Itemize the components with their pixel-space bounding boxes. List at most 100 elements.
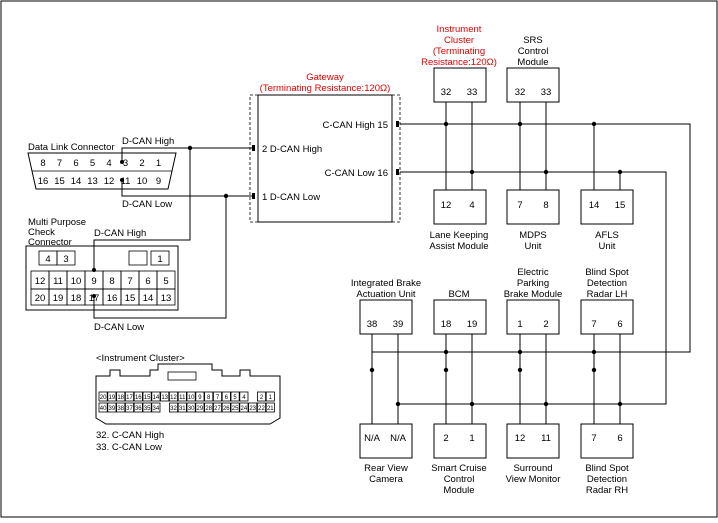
cluster-connector-body — [95, 363, 281, 425]
scc-label: Control — [444, 474, 475, 485]
cluster-connector-pin: 31 — [179, 406, 186, 412]
dlc-title: Data Link Connector — [28, 142, 115, 153]
cluster-connector-pin: 40 — [100, 406, 107, 412]
bcm-label: BCM — [448, 289, 469, 300]
afls-label: Unit — [599, 241, 616, 252]
gateway-subtitle: (Terminating Resistance:120Ω) — [260, 83, 391, 94]
svm-label: Surround — [513, 463, 552, 474]
cluster-connector-pin-cell — [177, 402, 187, 413]
scc-module-box — [433, 423, 487, 459]
bsd-rh-label: Blind Spot — [585, 463, 629, 474]
scc-pin: 2 — [443, 433, 448, 444]
mpc-pin: 11 — [53, 276, 63, 287]
cluster-connector-pin-cell — [212, 402, 222, 413]
cluster-connector-pin: 13 — [161, 395, 168, 401]
bcm-pin: 18 — [441, 319, 452, 330]
bsd-lh-label: Detection — [587, 278, 627, 289]
mpc-pin-cell — [56, 250, 76, 266]
rvc-pin: N/A — [364, 433, 381, 444]
mpc-title-3: Connector — [28, 237, 72, 248]
cluster-connector-pin-cell — [142, 402, 152, 413]
gateway-pin-dcan-low: 1 D-CAN Low — [262, 192, 320, 203]
cluster-connector-pin-cell — [160, 391, 170, 402]
mpc-connector — [25, 245, 179, 311]
cluster-connector-pin-cell — [221, 391, 231, 402]
svm-pin: 11 — [541, 433, 551, 444]
mpc-pin: 8 — [109, 276, 114, 287]
cluster-connector-pin-cell — [133, 391, 143, 402]
bsd-lh-label: Radar LH — [587, 289, 628, 300]
cluster-connector-pin: 36 — [135, 406, 142, 412]
dlc-pin: 15 — [54, 176, 65, 187]
cluster-connector-pin-cell — [204, 402, 214, 413]
cluster-connector-pin-cell — [256, 402, 266, 413]
cluster-connector-pin-cell — [265, 402, 275, 413]
dlc-pin: 4 — [106, 158, 111, 169]
rvc-module-box — [359, 423, 413, 459]
cluster-connector-pin: 7 — [216, 395, 220, 401]
cluster-connector-pin: 5 — [233, 395, 237, 401]
scc-pin: 1 — [469, 433, 474, 444]
gateway-bracket-left — [249, 94, 258, 223]
mpc-pin: 14 — [143, 293, 154, 304]
mpc-dcan-high: D-CAN High — [94, 228, 146, 239]
cluster-connector-pin: 34 — [153, 406, 160, 412]
srs-pin: 33 — [541, 87, 552, 98]
cluster-connector-pin: 19 — [109, 395, 116, 401]
dlc-pin: 1 — [156, 158, 161, 169]
dlc-pin: 7 — [57, 158, 62, 169]
gateway-title: Gateway — [306, 72, 344, 83]
mpc-title-2: Check — [28, 227, 55, 238]
dlc-pin: 3 — [123, 158, 128, 169]
lkas-pin: 12 — [441, 200, 452, 211]
mpc-pin: 16 — [107, 293, 118, 304]
cluster-connector-pin-cell — [256, 391, 266, 402]
dlc-dcan-high: D-CAN High — [122, 136, 174, 147]
gateway-terminal — [252, 193, 255, 199]
mpc-pin: 7 — [127, 276, 132, 287]
srs-label: Module — [517, 57, 548, 68]
cluster-connector-pin: 24 — [241, 406, 248, 412]
epb-label: Brake Module — [504, 289, 563, 300]
dlc-pin: 8 — [40, 158, 45, 169]
dlc-pin: 10 — [137, 176, 148, 187]
cluster-label: Cluster — [444, 35, 474, 46]
cluster-label: Resistance:120Ω) — [421, 57, 497, 68]
cluster-connector-pin-cell — [107, 391, 117, 402]
gateway-pin-can-low: C-CAN Low 16 — [325, 168, 388, 179]
cluster-connector-pin: 4 — [242, 395, 246, 401]
mpc-pin: 3 — [63, 254, 68, 265]
lower-module-wires — [369, 334, 623, 424]
dlc-pin: 5 — [90, 158, 95, 169]
cluster-connector-pin-cell — [98, 402, 108, 413]
cluster-connector-pin: 21 — [267, 406, 274, 412]
iba-pin: 39 — [393, 319, 404, 330]
dlc-pin: 13 — [87, 176, 98, 187]
cluster-connector-pin-cell — [239, 402, 249, 413]
mpc-pin: 10 — [71, 276, 82, 287]
mpc-pin: 20 — [35, 293, 46, 304]
afls-label: AFLS — [595, 230, 619, 241]
mpc-pin-cell — [150, 250, 170, 266]
cluster-connector-pin-cell — [151, 391, 161, 402]
cluster-connector-pin: 22 — [258, 406, 265, 412]
cluster-connector-note1: 32. C-CAN High — [96, 430, 164, 441]
dcan-wires — [92, 145, 252, 319]
cluster-label: Instrument — [437, 24, 482, 35]
mpc-pin: 19 — [53, 293, 64, 304]
epb-pin: 1 — [517, 319, 522, 330]
bsd-rh-pin: 7 — [591, 433, 596, 444]
cluster-connector-pin-cell — [125, 402, 135, 413]
cluster-connector-pin: 1 — [269, 395, 273, 401]
scc-label: Module — [443, 485, 474, 496]
cluster-connector-pin-cell — [248, 402, 258, 413]
mdps-pin: 7 — [517, 200, 522, 211]
epb-pin: 2 — [543, 319, 548, 330]
lkas-label: Assist Module — [429, 241, 488, 252]
srs-module-box — [506, 67, 560, 103]
epb-label: Electric — [517, 267, 548, 278]
cluster-pin: 33 — [467, 87, 478, 98]
dlc-pin: 12 — [104, 176, 115, 187]
cluster-connector-pin: 11 — [179, 395, 186, 401]
